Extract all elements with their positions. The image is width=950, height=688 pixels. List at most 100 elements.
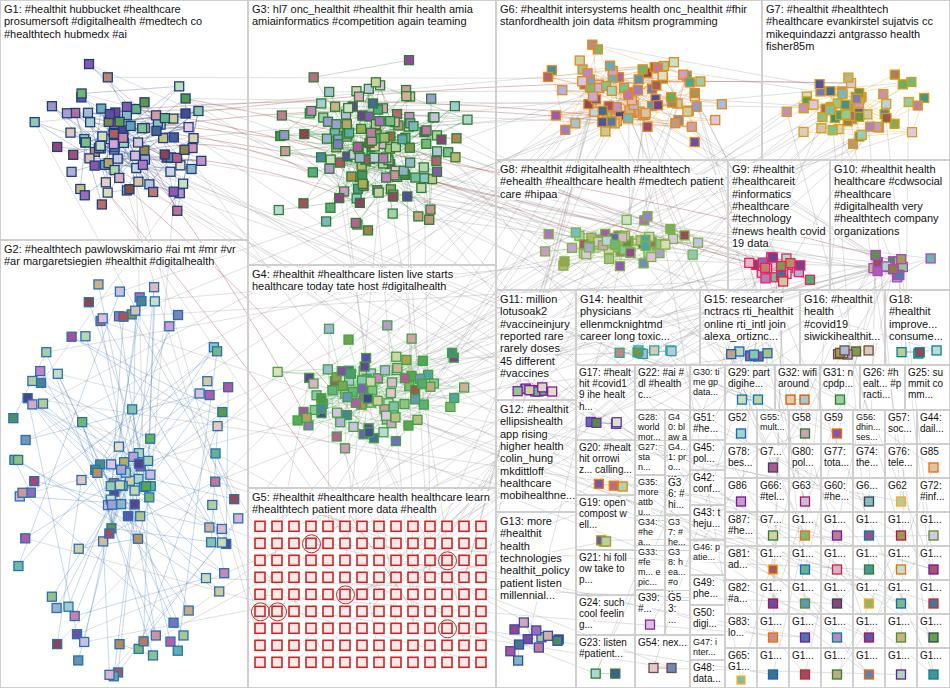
avatar-square xyxy=(97,104,106,113)
cross-link xyxy=(378,267,888,378)
intra-link xyxy=(119,126,130,178)
avatar-square xyxy=(510,625,519,634)
avatar-square xyxy=(169,618,178,627)
avatar-square xyxy=(289,657,299,667)
avatar-square xyxy=(661,240,670,249)
avatar-ring xyxy=(269,603,287,621)
avatar-square xyxy=(217,524,226,533)
avatar-square xyxy=(800,395,809,404)
avatar-square xyxy=(224,383,233,392)
avatar-square xyxy=(140,98,149,107)
avatar-square xyxy=(647,253,656,262)
avatar-square xyxy=(333,140,342,149)
avatar-square xyxy=(341,444,350,453)
intra-link xyxy=(362,117,435,165)
avatar-square xyxy=(525,386,534,395)
avatar-square xyxy=(14,455,23,464)
avatar-square xyxy=(325,87,334,96)
avatar-square xyxy=(289,538,299,548)
avatar-square xyxy=(538,383,547,392)
intra-link xyxy=(327,139,395,176)
intra-link xyxy=(370,117,424,179)
avatar-square xyxy=(131,151,140,160)
avatar-square xyxy=(289,589,299,599)
avatar-square xyxy=(769,531,778,540)
avatar-square xyxy=(532,626,541,635)
avatar-square xyxy=(649,664,658,673)
cross-link xyxy=(158,124,937,351)
intra-link xyxy=(75,481,130,616)
avatar-square xyxy=(105,529,114,538)
avatar-square xyxy=(618,482,627,491)
avatar-square xyxy=(80,637,89,646)
avatar-square xyxy=(173,646,182,655)
avatar-square xyxy=(302,413,311,422)
avatar-square xyxy=(306,640,316,650)
avatar-square xyxy=(358,384,367,393)
avatar-square xyxy=(667,93,676,102)
avatar-square xyxy=(624,90,633,99)
intra-link xyxy=(69,500,111,607)
avatar-square xyxy=(117,500,126,509)
avatar-square xyxy=(578,77,587,86)
avatar-square xyxy=(347,172,356,181)
avatar-square xyxy=(322,217,331,226)
group-box: G4: #healthit #healthcare listen live st… xyxy=(248,265,496,488)
avatar-square xyxy=(506,647,515,656)
avatar-square xyxy=(683,107,692,116)
avatar-square xyxy=(514,640,523,649)
intra-link xyxy=(609,239,673,259)
avatar-square xyxy=(187,165,196,174)
avatar-square xyxy=(882,99,891,108)
avatar-square xyxy=(373,396,382,405)
avatar-square xyxy=(215,587,224,596)
avatar-square xyxy=(425,555,435,565)
avatar-square xyxy=(452,134,461,143)
avatar-square xyxy=(408,623,418,633)
avatar-square xyxy=(476,640,486,650)
avatar-square xyxy=(852,347,861,356)
avatar-square xyxy=(370,153,379,162)
avatar-square xyxy=(411,395,420,404)
avatar-square xyxy=(450,102,459,111)
avatar-square xyxy=(389,402,398,411)
intra-link xyxy=(321,157,368,230)
avatar-square xyxy=(152,126,161,135)
avatar-square xyxy=(53,640,62,649)
avatar-square xyxy=(897,255,906,264)
avatar-square xyxy=(195,389,204,398)
avatar-square xyxy=(417,183,426,192)
avatar-square xyxy=(929,633,938,642)
avatar-square xyxy=(208,500,217,509)
intra-link xyxy=(285,151,395,171)
group-box: G15: researcher nctracs rti_healthit onl… xyxy=(700,290,800,365)
avatar-square xyxy=(865,531,874,540)
avatar-square xyxy=(459,589,469,599)
group-box: G10: #healthit health healthcare #cdwsoc… xyxy=(830,160,950,290)
intra-link xyxy=(118,518,238,672)
intra-link xyxy=(43,404,121,470)
avatar-square xyxy=(255,606,265,616)
avatar-square xyxy=(897,531,906,540)
avatar-square xyxy=(548,387,557,396)
avatar-square xyxy=(432,157,441,166)
cross-link xyxy=(380,115,841,527)
avatar-square xyxy=(425,606,435,616)
avatar-square xyxy=(696,77,705,86)
avatar-square xyxy=(180,145,189,154)
avatar-square xyxy=(323,572,333,582)
intra-link xyxy=(99,86,179,148)
avatar-square xyxy=(897,565,906,574)
avatar-square xyxy=(255,521,265,531)
avatar-square xyxy=(94,280,103,289)
avatar-square xyxy=(745,258,754,267)
avatar-square xyxy=(355,153,364,162)
avatar-square xyxy=(152,111,161,120)
avatar-square xyxy=(801,633,810,642)
avatar-square xyxy=(351,218,360,227)
avatar-square xyxy=(897,670,906,679)
avatar-ring xyxy=(252,603,270,621)
avatar-square xyxy=(184,606,193,615)
avatar-square xyxy=(929,531,938,540)
avatar-square xyxy=(340,589,350,599)
